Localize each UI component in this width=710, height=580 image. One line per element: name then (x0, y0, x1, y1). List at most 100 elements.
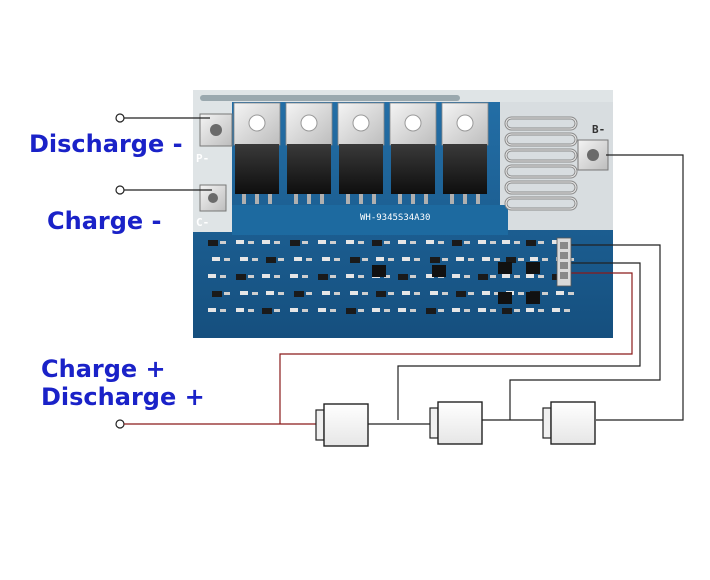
terminal-charge-discharge-pos (115, 419, 125, 429)
smd-pad (490, 309, 496, 312)
smd-component (452, 240, 462, 246)
smd-pad (410, 241, 416, 244)
smd-component (430, 291, 438, 295)
smd-component (530, 257, 538, 261)
mosfet-leg (372, 194, 376, 204)
smd-pad (358, 275, 364, 278)
smd-pad (542, 258, 548, 261)
pad-b-minus-hole (587, 149, 599, 161)
smd-component (236, 308, 244, 312)
smd-pad (330, 309, 336, 312)
smd-component (208, 274, 216, 278)
mosfet-leg (320, 194, 324, 204)
smd-pad (274, 241, 280, 244)
wires (124, 117, 684, 425)
label-charge-pos: Charge + (41, 355, 166, 383)
balance-spring-highlight (505, 165, 577, 178)
smd-pad (414, 258, 420, 261)
smd-pad (468, 292, 474, 295)
smd-pad (362, 258, 368, 261)
mosfet-leg (268, 194, 272, 204)
smd-component (290, 274, 298, 278)
balance-spring-highlight (505, 197, 577, 210)
smd-component (322, 257, 330, 261)
smd-component (426, 308, 436, 314)
mosfet-hole (300, 114, 318, 132)
smd-component (236, 240, 244, 244)
smd-pad (410, 275, 416, 278)
smd-pad (358, 241, 364, 244)
mosfet-leg (359, 194, 363, 204)
battery-cell-body (437, 401, 483, 445)
mosfet-leg (463, 194, 467, 204)
smd-component (502, 240, 510, 244)
smd-chip (498, 262, 512, 274)
smd-pad (494, 292, 500, 295)
smd-pad (514, 309, 520, 312)
smd-pad (538, 309, 544, 312)
mosfet-body (339, 144, 383, 194)
battery-cell-terminal (429, 407, 439, 439)
smd-pad (442, 258, 448, 261)
pad-c-minus-text: C- (196, 216, 209, 229)
smd-component (346, 240, 354, 244)
smd-component (318, 308, 326, 312)
mosfet-body (391, 144, 435, 194)
smd-pad (248, 309, 254, 312)
smd-component (552, 240, 560, 244)
smd-pad (388, 258, 394, 261)
smd-component (266, 257, 276, 263)
smd-component (506, 257, 516, 263)
mosfet-leg (255, 194, 259, 204)
pad-c-minus-hole (208, 193, 218, 203)
smd-component (502, 274, 510, 278)
balance-spring-highlight (505, 117, 577, 130)
smd-component (456, 291, 466, 297)
smd-pad (384, 309, 390, 312)
smd-component (402, 257, 410, 261)
smd-component (452, 308, 460, 312)
smd-component (212, 257, 220, 261)
smd-pad (414, 292, 420, 295)
battery-cell-terminal (542, 407, 552, 439)
balance-pin-1 (560, 242, 568, 249)
battery-cell (542, 401, 596, 445)
smd-chip (526, 292, 540, 304)
wire-balance-3 (397, 262, 641, 420)
smd-component (526, 274, 534, 278)
smd-component (240, 257, 248, 261)
smd-chip (432, 265, 446, 277)
smd-pad (362, 292, 368, 295)
smd-component (322, 291, 330, 295)
smd-component (266, 291, 274, 295)
wire-b-minus (596, 154, 684, 421)
smd-component (478, 240, 486, 244)
battery-cell (315, 403, 369, 447)
smd-pad (388, 292, 394, 295)
smd-pad (464, 275, 470, 278)
smd-component (398, 274, 408, 280)
smd-pad (538, 241, 544, 244)
smd-pad (302, 241, 308, 244)
smd-component (398, 308, 406, 312)
smd-pad (274, 275, 280, 278)
balance-pin-2 (560, 252, 568, 259)
mosfet-hole (404, 114, 422, 132)
mosfet-leg (450, 194, 454, 204)
smd-component (290, 308, 298, 312)
smd-pad (464, 309, 470, 312)
balance-pin-3 (560, 262, 568, 269)
smd-chip (372, 265, 386, 277)
smd-pad (334, 258, 340, 261)
smd-component (294, 257, 302, 261)
smd-component (526, 308, 534, 312)
smd-pad (306, 292, 312, 295)
smd-component (478, 308, 486, 312)
mosfet-body (443, 144, 487, 194)
balance-spring-highlight (505, 149, 577, 162)
mosfet (233, 102, 281, 204)
smd-pad (252, 258, 258, 261)
mosfet (389, 102, 437, 204)
smd-pad (494, 258, 500, 261)
